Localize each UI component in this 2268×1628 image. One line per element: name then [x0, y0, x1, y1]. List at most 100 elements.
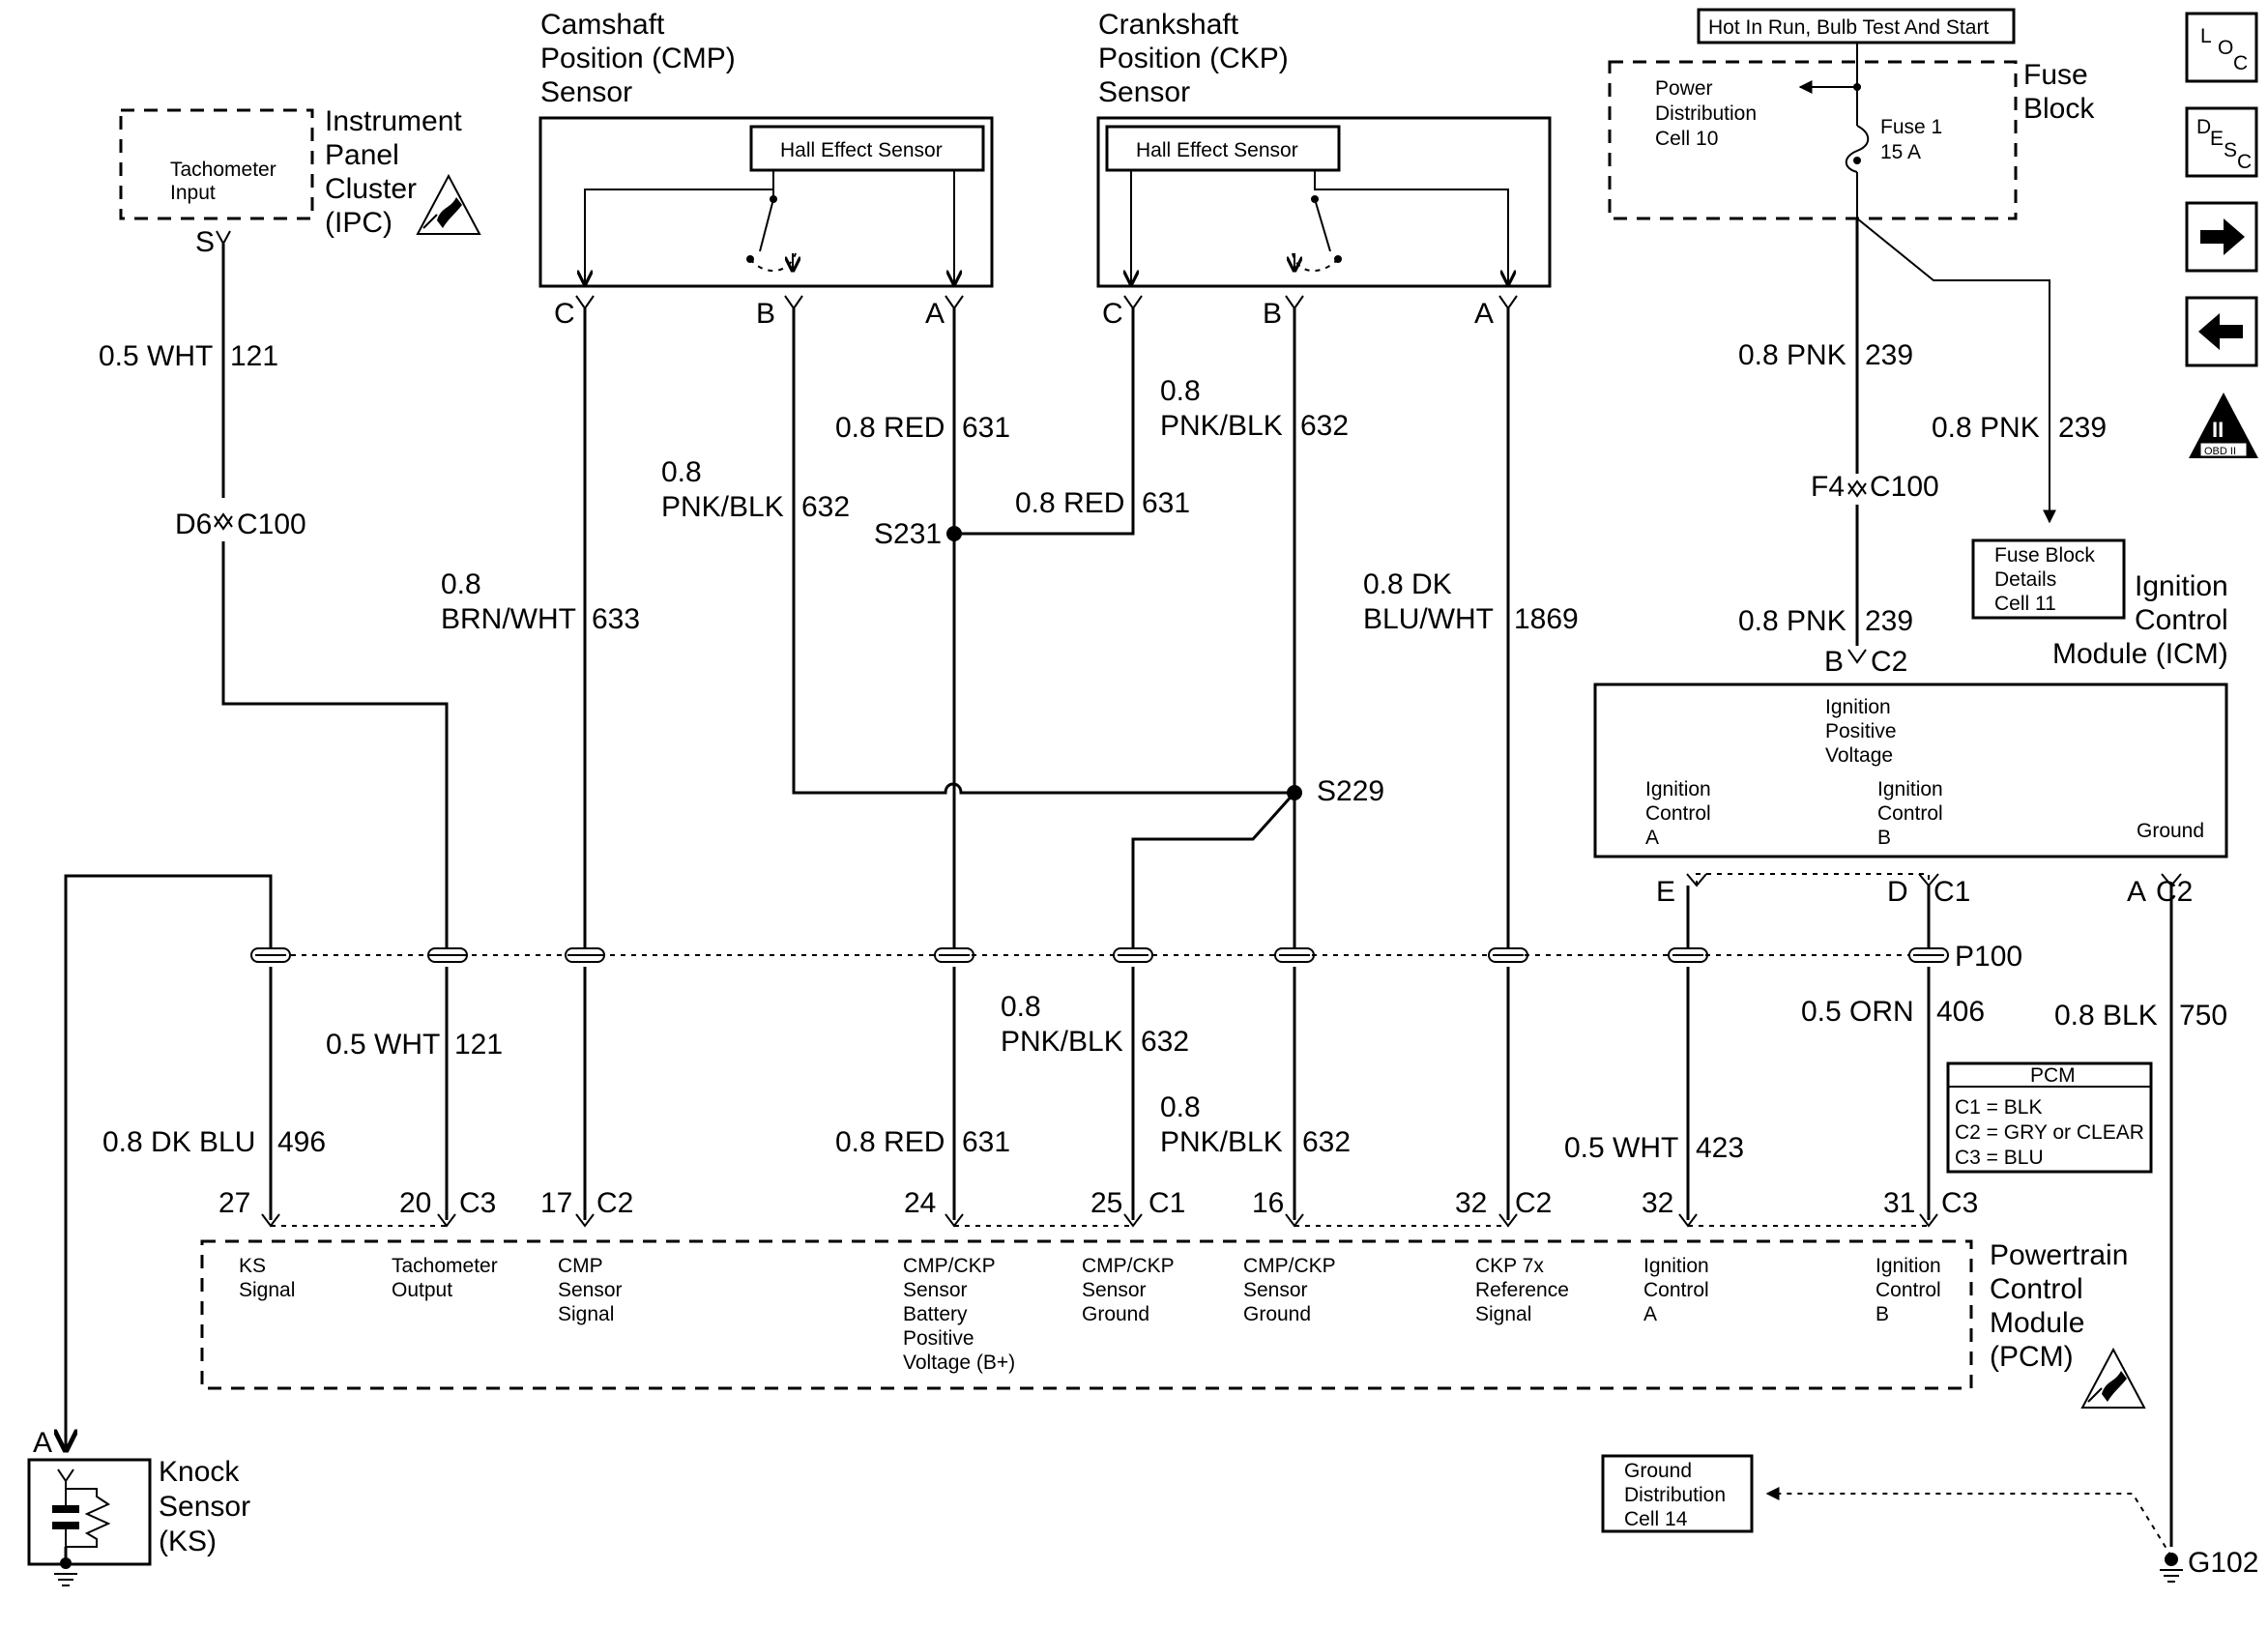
ground-distribution[interactable]: Ground Distribution Cell 14	[1601, 1454, 1754, 1533]
icm-pin-a: A	[2127, 876, 2146, 908]
ckp-hall-effect-label: Hall Effect Sensor	[1136, 139, 1298, 161]
w239-b-circuit: 239	[2058, 412, 2107, 444]
fuse-1-label: Fuse 1	[1880, 116, 1942, 138]
w632-lower1-gauge-line2: PNK/BLK	[1001, 1026, 1123, 1058]
pcm-title-line3: Module	[1990, 1307, 2084, 1339]
icm-pin-d: D	[1887, 876, 1908, 908]
cmp-title-line2: Position (CMP)	[540, 43, 736, 74]
connector-p100: P100	[1955, 941, 2022, 973]
w121-bot-circuit: 121	[454, 1029, 503, 1061]
ckp-title-line1: Crankshaft	[1098, 9, 1239, 41]
pcm-bplus-line5: Voltage (B+)	[903, 1352, 1015, 1374]
wire-239: 0.8 PNK 239 0.8 PNK 239 F4 C100 0.8 PNK …	[1738, 218, 2107, 646]
w633-gauge-line1: 0.8	[441, 568, 481, 600]
cmp-hall-effect-box	[749, 125, 985, 172]
pcm-cmp-line2: Sensor	[558, 1279, 623, 1301]
pcm-conn-c1: C1	[1149, 1187, 1185, 1219]
pcm-ref-line2: Reference	[1475, 1279, 1569, 1301]
w1869-circuit: 1869	[1514, 603, 1579, 635]
icm-icb-line2: Control	[1877, 802, 1943, 825]
arrow-right-icon[interactable]	[2185, 201, 2258, 273]
ground-dist-line1: Ground	[1624, 1460, 1692, 1482]
w239-c-circuit: 239	[1865, 605, 1913, 637]
icm-pin-c2-top: C2	[1871, 646, 1907, 678]
pcm-legend-row3: C3 = BLU	[1955, 1147, 2044, 1169]
fuse-icon	[1845, 125, 1870, 173]
esd-warning-icon	[416, 173, 481, 235]
pcm-gnd2-line3: Ground	[1243, 1303, 1311, 1325]
cmp-pin-c: C	[554, 298, 575, 330]
pcm-legend-row1: C1 = BLK	[1955, 1096, 2042, 1119]
w632-lower1-circuit: 632	[1141, 1026, 1189, 1058]
pcm-bplus-line4: Positive	[903, 1327, 974, 1350]
arrow-left-icon[interactable]	[2185, 296, 2258, 367]
pcm-ref-line1: CKP 7x	[1475, 1255, 1544, 1277]
w631-s231-circuit: 631	[1142, 487, 1190, 519]
obd-ii-label: OBD II	[2204, 446, 2236, 457]
pcm-pin-27: 27	[218, 1187, 250, 1219]
pcm-legend-title: PCM	[2030, 1064, 2076, 1087]
pcm-tach-line2: Output	[392, 1279, 452, 1301]
ckp-pin-b: B	[1263, 298, 1282, 330]
s229-label: S229	[1317, 775, 1384, 807]
wire-633: 0.8 BRN/WHT 633	[441, 308, 640, 1220]
cmp-sensor: Camshaft Position (CMP) Sensor Hall Effe…	[538, 9, 994, 330]
knock-title-line3: (KS)	[159, 1526, 217, 1557]
icm-title-line3: Module (ICM)	[2052, 638, 2228, 670]
w1869-gauge-line1: 0.8 DK	[1363, 568, 1452, 600]
fuse-1-rating: 15 A	[1880, 141, 1921, 163]
ipc-title-line1: Instrument	[325, 105, 462, 137]
ipc-title-line4: (IPC)	[325, 207, 393, 239]
connector-p100-row: P100	[250, 941, 2022, 973]
icm-ipv-line2: Positive	[1825, 720, 1897, 742]
ipc-pin-s: S	[195, 226, 215, 258]
fuse-block: Hot In Run, Bulb Test And Start Fuse Blo…	[1608, 8, 2095, 220]
icm-title-line1: Ignition	[2135, 570, 2228, 602]
obd-ii-icon[interactable]: II OBD II	[2189, 392, 2258, 458]
fuse-block-details-box[interactable]: Fuse Block Details Cell 11	[1971, 538, 2126, 620]
pcm-pin-20: 20	[399, 1187, 431, 1219]
fuse-block-title-line2: Block	[2023, 93, 2095, 125]
ground-dist-line3: Cell 14	[1624, 1508, 1688, 1530]
w750-circuit: 750	[2179, 1000, 2227, 1032]
connector-f4: F4	[1811, 471, 1845, 503]
pcm-cmp-line3: Signal	[558, 1303, 614, 1325]
w239-a-circuit: 239	[1865, 339, 1913, 371]
pcm-conn-c2-right: C2	[1515, 1187, 1552, 1219]
nav-loc-button[interactable]: L O C	[2185, 12, 2258, 83]
connector-c100-ipc: C100	[237, 509, 306, 540]
pcm-box	[200, 1239, 1973, 1390]
w632-lower2-gauge-line2: PNK/BLK	[1160, 1126, 1283, 1158]
wire-631: 0.8 RED 631 0.8 RED 631	[835, 308, 1010, 1220]
w496-circuit: 496	[277, 1126, 326, 1158]
pcm-pin-32b: 32	[1642, 1187, 1673, 1219]
instrument-panel-cluster: Tachometer Input Instrument Panel Cluste…	[119, 105, 481, 258]
ipc-inner-line1: Tachometer	[170, 159, 276, 181]
ground-icon	[54, 1573, 77, 1586]
nav-desc-button[interactable]: D E S C	[2185, 106, 2258, 178]
pcm-ks-line2: Signal	[239, 1279, 295, 1301]
icm-icb-line3: B	[1877, 827, 1891, 849]
ipc-box	[119, 108, 314, 220]
icm-pin-b: B	[1824, 646, 1844, 678]
icm-title-line2: Control	[2135, 604, 2228, 636]
icm-pin-e: E	[1656, 876, 1675, 908]
pcm-ref-line3: Signal	[1475, 1303, 1531, 1325]
fuse-details-line3: Cell 11	[1994, 593, 2056, 615]
desc-e: E	[2210, 128, 2224, 150]
w632-cmpb-circuit: 632	[801, 491, 850, 523]
fuse-details-line1: Fuse Block	[1994, 544, 2095, 567]
cmp-pin-a: A	[925, 298, 945, 330]
pcm-pin-16: 16	[1252, 1187, 1284, 1219]
pcm-pin-31: 31	[1883, 1187, 1915, 1219]
ipc-title-line2: Panel	[325, 139, 399, 171]
connector-d6: D6	[175, 509, 212, 540]
ground-icon	[2160, 1569, 2183, 1583]
cmp-hall-effect-label: Hall Effect Sensor	[780, 139, 943, 161]
ground-dist-line2: Distribution	[1624, 1484, 1726, 1506]
ipc-inner-line2: Input	[170, 182, 216, 204]
pcm-bplus-line1: CMP/CKP	[903, 1255, 996, 1277]
desc-d: D	[2196, 116, 2211, 138]
pcm-ica-line3: A	[1643, 1303, 1657, 1325]
